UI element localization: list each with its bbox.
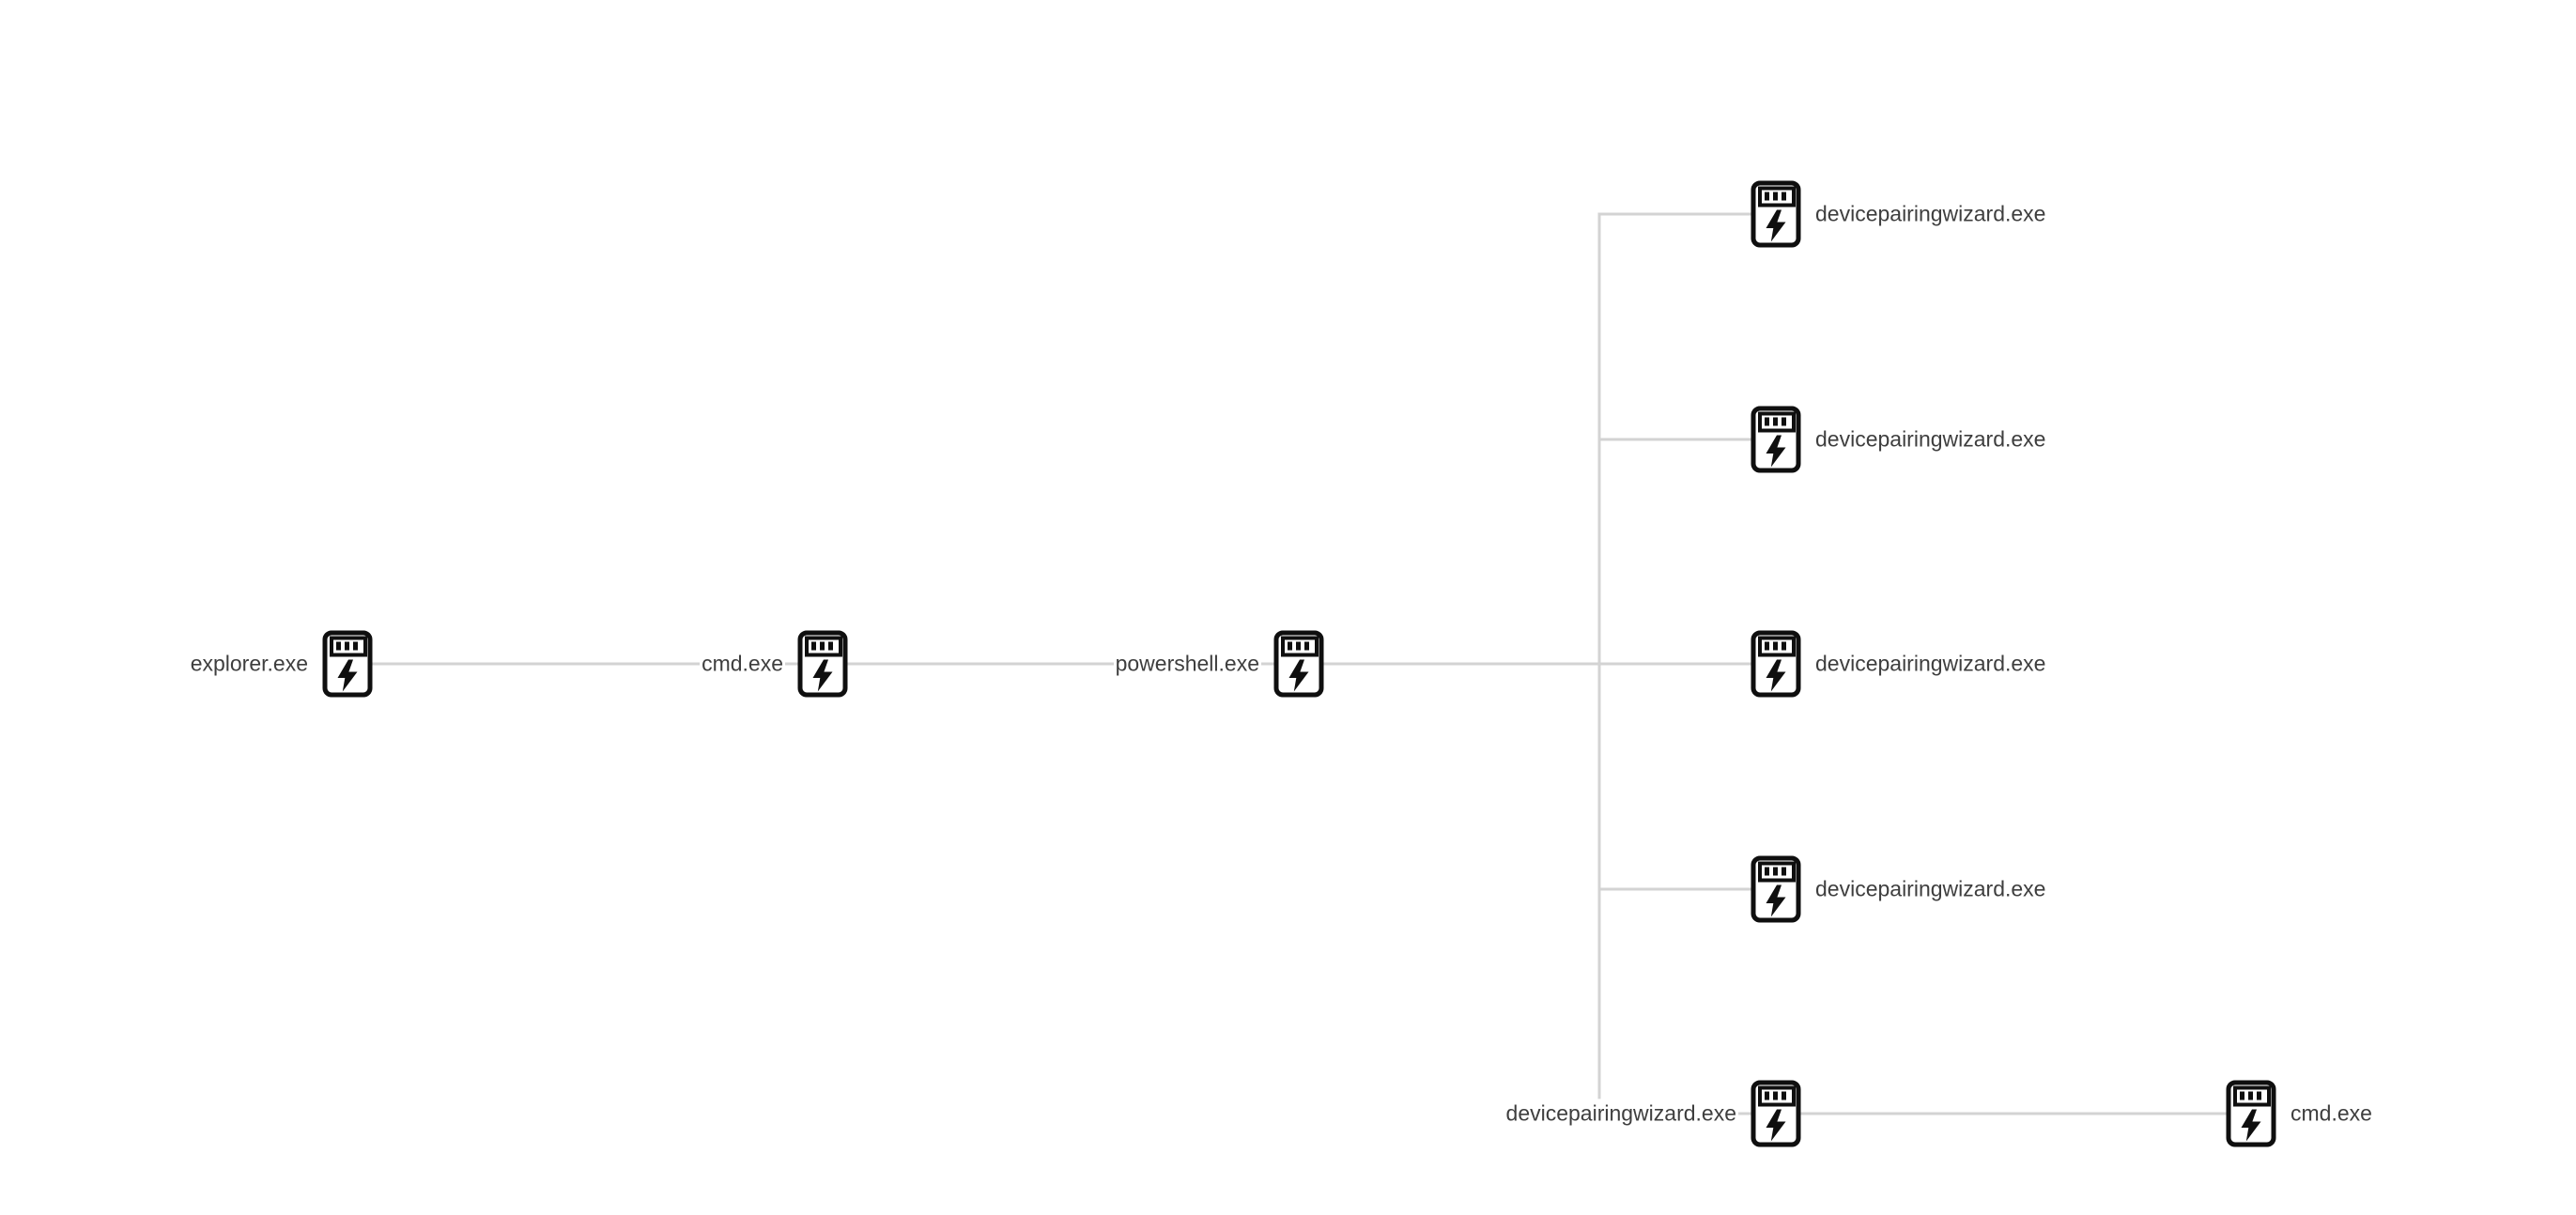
process-label: devicepairingwizard.exe: [1504, 1099, 1738, 1129]
connector-line: [1299, 438, 1776, 666]
process-node-powershell[interactable]: [1273, 630, 1324, 698]
process-label: devicepairingwizard.exe: [1813, 649, 2048, 679]
process-label: devicepairingwizard.exe: [1813, 199, 2048, 229]
process-icon: [322, 630, 373, 698]
process-icon: [1751, 406, 1801, 473]
process-label: explorer.exe: [188, 649, 310, 679]
process-node-dpw-5[interactable]: [1751, 1080, 1801, 1147]
connector-line: [1299, 662, 1776, 891]
process-node-dpw-3[interactable]: [1751, 630, 1801, 698]
process-node-dpw-4[interactable]: [1751, 855, 1801, 923]
process-icon: [1751, 1080, 1801, 1147]
process-node-explorer[interactable]: [322, 630, 373, 698]
process-icon: [797, 630, 848, 698]
process-label: devicepairingwizard.exe: [1813, 874, 2048, 904]
process-node-cmd-2[interactable]: [2226, 1080, 2276, 1147]
process-label: cmd.exe: [700, 649, 785, 679]
process-label: cmd.exe: [2289, 1099, 2374, 1129]
process-label: powershell.exe: [1113, 649, 1261, 679]
process-icon: [1751, 630, 1801, 698]
process-icon: [1273, 630, 1324, 698]
process-label: devicepairingwizard.exe: [1813, 424, 2048, 454]
process-node-dpw-2[interactable]: [1751, 406, 1801, 473]
process-node-cmd-1[interactable]: [797, 630, 848, 698]
process-icon: [2226, 1080, 2276, 1147]
process-icon: [1751, 180, 1801, 248]
process-icon: [1751, 855, 1801, 923]
process-node-dpw-1[interactable]: [1751, 180, 1801, 248]
